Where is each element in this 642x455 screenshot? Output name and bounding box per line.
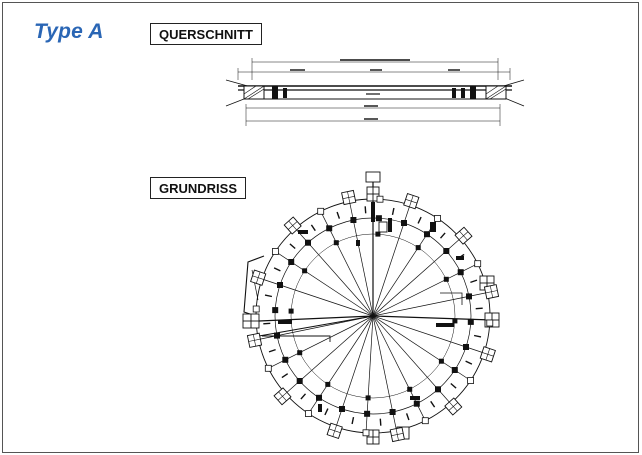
ring-node [274,332,280,339]
dimension-tick [351,416,355,425]
ring-node [339,406,345,412]
ring-node [350,217,357,223]
dimension-tick [324,408,329,416]
outer-post [317,207,325,215]
ring-node [297,350,303,356]
ring-node [375,231,381,237]
outer-post [467,377,475,384]
cross-section-drawing [225,58,525,126]
outer-bearing [250,269,267,286]
dimension-tick [310,224,316,232]
dimension-tick [475,307,483,310]
ring-node [413,400,420,407]
dimension-tick [268,348,276,353]
ring-node [463,344,469,350]
outer-bearing [444,397,463,416]
outer-post [264,364,272,372]
ring-node [333,240,339,246]
ring-node [407,386,413,392]
outer-post [376,195,384,203]
outer-bearing [479,346,496,363]
dimension-tick [289,243,296,250]
outer-bearing [283,216,302,235]
outer-bearing [483,284,500,300]
ring-node [443,248,450,254]
ring-node [467,318,474,325]
dimension-tick [379,418,382,426]
outer-bearing [246,332,263,348]
ring-node [438,358,444,364]
ring-node [272,307,279,314]
cross-section-label: QUERSCHNITT [150,23,262,45]
ring-node [401,220,407,226]
dimension-tick [439,232,446,239]
ring-node [457,269,464,276]
outer-post [271,248,279,255]
outer-post [252,305,260,313]
ring-node [424,231,430,238]
dimension-tick [430,400,436,408]
outer-bearing [341,189,357,206]
dimension-tick [473,334,482,338]
ring-node [415,245,421,251]
outer-bearing [273,387,292,406]
dimension-tick [300,393,307,400]
outer-bearing [326,422,343,439]
dimension-tick [263,322,271,325]
outer-post [305,410,312,418]
ring-node [364,410,371,417]
dimension-tick [391,207,395,216]
floor-plan-drawing [242,171,500,445]
dimension-tick [417,216,422,224]
dimension-tick [281,373,289,379]
dimension-tick [450,382,457,389]
ring-node [435,386,441,393]
ring-node [451,367,458,373]
ring-node [443,276,449,282]
ring-node [466,293,472,300]
dimension-tick [273,267,281,272]
ring-node [365,395,371,401]
dimension-tick [457,253,465,259]
plan-label: GRUNDRISS [150,177,247,199]
ring-node [305,239,311,246]
ring-node [282,356,289,363]
ring-node [288,308,294,314]
type-title: Type A [34,20,104,43]
dimension-tick [336,211,341,219]
ring-node [296,378,303,384]
outer-bearing [454,226,473,245]
ring-node [316,394,322,401]
ring-node [277,282,283,288]
outer-post [474,260,482,268]
dimension-tick [264,294,273,298]
dimension-tick [405,413,410,421]
ring-node [452,318,458,324]
ring-node [375,215,382,222]
ring-node [326,225,333,232]
outer-post [486,319,494,327]
outer-post [434,214,441,222]
dimension-tick [465,360,473,365]
ring-node [288,259,295,265]
outer-bearing [403,193,420,210]
dimension-tick [364,206,367,214]
outer-bearing [389,426,405,443]
dimension-tick [470,279,478,284]
ring-node [389,409,396,415]
outer-post [362,429,370,437]
outer-post [421,417,429,425]
ring-node [302,268,308,274]
ring-node [325,381,331,387]
